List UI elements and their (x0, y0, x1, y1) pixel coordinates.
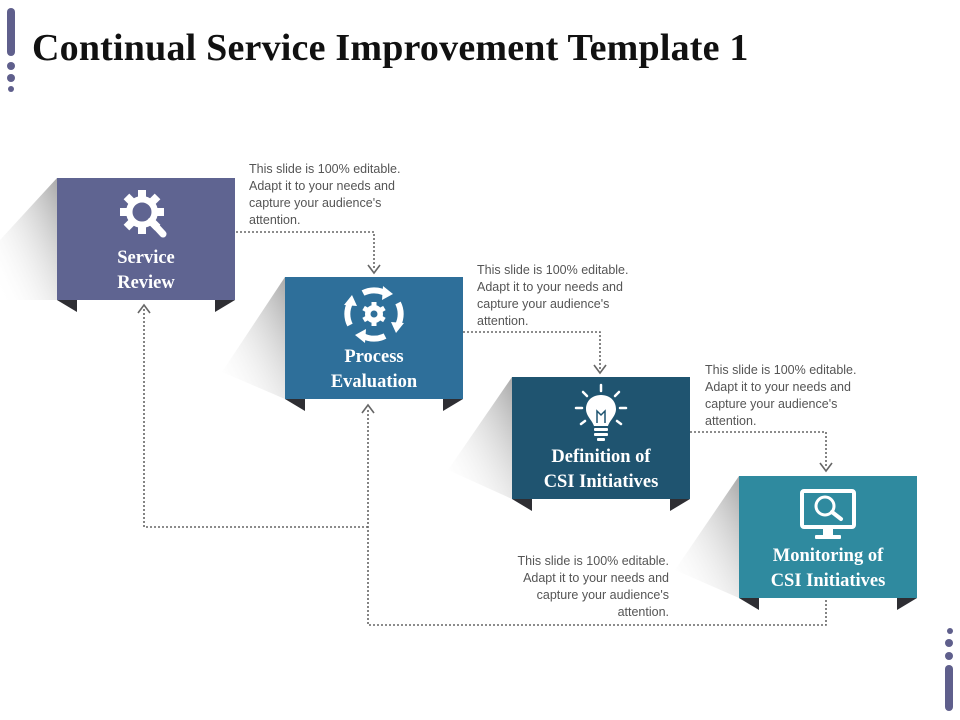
connector-definition-to-monitoring (690, 431, 827, 468)
step-label-line: Process (344, 347, 404, 367)
ribbon-fold-right (443, 399, 463, 411)
connector-feedback-to-review (143, 308, 368, 528)
step-label-line: Monitoring of (772, 546, 884, 566)
description-line: capture your audience's (705, 397, 838, 411)
description-process-evaluation: This slide is 100% editable. Adapt it to… (477, 262, 628, 330)
ribbon-fold-right (215, 300, 235, 312)
description-line: attention. (477, 314, 529, 328)
step-label-line: CSI Initiatives (770, 571, 886, 591)
description-line: This slide is 100% editable. (477, 263, 629, 277)
step-label-line: Evaluation (330, 372, 418, 392)
step-label: Service Review (57, 246, 235, 296)
description-line: Adapt it to your needs and (523, 571, 669, 585)
ribbon-fold-left (57, 300, 77, 312)
description-line: attention. (249, 213, 301, 227)
gear-magnifier-icon (120, 190, 167, 238)
shadow-process-evaluation (222, 277, 285, 399)
top-left-accent-dot (7, 62, 15, 70)
ribbon-fold-right (897, 598, 917, 610)
step-label: Definition of CSI Initiatives (512, 445, 690, 495)
step-label: Monitoring of CSI Initiatives (739, 544, 917, 594)
bottom-right-accent-dot (945, 652, 953, 660)
ribbon-fold-left (285, 399, 305, 411)
step-label-line: CSI Initiatives (543, 472, 659, 492)
arrowhead-monitoring (819, 462, 833, 473)
arrowhead-evaluation-feedback (361, 403, 375, 414)
arrowhead-review (137, 303, 151, 314)
connector-feedback-to-evaluation (367, 408, 827, 626)
description-line: Adapt it to your needs and (705, 380, 851, 394)
ribbon-fold-left (512, 499, 532, 511)
description-line: This slide is 100% editable. (517, 554, 669, 568)
description-definition: This slide is 100% editable. Adapt it to… (705, 362, 856, 430)
top-left-accent-bar (7, 8, 15, 56)
description-line: capture your audience's (249, 196, 382, 210)
connector-evaluation-to-definition (463, 331, 601, 370)
cycle-arrows-gear-icon (344, 286, 404, 343)
description-line: attention. (617, 605, 669, 619)
description-line: capture your audience's (536, 588, 669, 602)
description-line: attention. (705, 414, 757, 428)
bottom-right-accent-bar (945, 665, 953, 711)
ribbon-fold-right (670, 499, 690, 511)
description-line: This slide is 100% editable. (249, 162, 401, 176)
step-process-evaluation: Process Evaluation (285, 277, 463, 411)
monitor-search-icon (800, 489, 856, 539)
arrowhead-evaluation (367, 264, 381, 275)
shadow-service-review (0, 178, 57, 300)
bottom-right-accent-dot (945, 639, 953, 647)
step-definition-of-csi-initiatives: Definition of CSI Initiatives (512, 377, 690, 511)
connector-review-to-evaluation (236, 231, 375, 270)
top-left-accent-dot (7, 74, 15, 82)
description-line: Adapt it to your needs and (249, 179, 395, 193)
arrowhead-definition (593, 364, 607, 375)
step-monitoring-of-csi-initiatives: Monitoring of CSI Initiatives (739, 476, 917, 610)
step-label: Process Evaluation (285, 345, 463, 395)
shadow-definition (448, 377, 512, 499)
shadow-monitoring (675, 476, 739, 598)
description-line: Adapt it to your needs and (477, 280, 623, 294)
step-label-line: Definition of (551, 447, 651, 467)
description-monitoring: This slide is 100% editable. Adapt it to… (518, 553, 669, 621)
step-label-line: Service (117, 248, 175, 268)
description-line: This slide is 100% editable. (705, 363, 857, 377)
slide-title: Continual Service Improvement Template 1 (32, 27, 749, 69)
step-service-review: Service Review (57, 178, 235, 312)
ribbon-fold-left (739, 598, 759, 610)
lightbulb-icon (574, 383, 628, 441)
step-label-line: Review (117, 273, 175, 293)
top-left-accent-dot (8, 86, 14, 92)
description-line: capture your audience's (477, 297, 610, 311)
bottom-right-accent-dot (947, 628, 953, 634)
description-service-review: This slide is 100% editable. Adapt it to… (249, 161, 400, 229)
